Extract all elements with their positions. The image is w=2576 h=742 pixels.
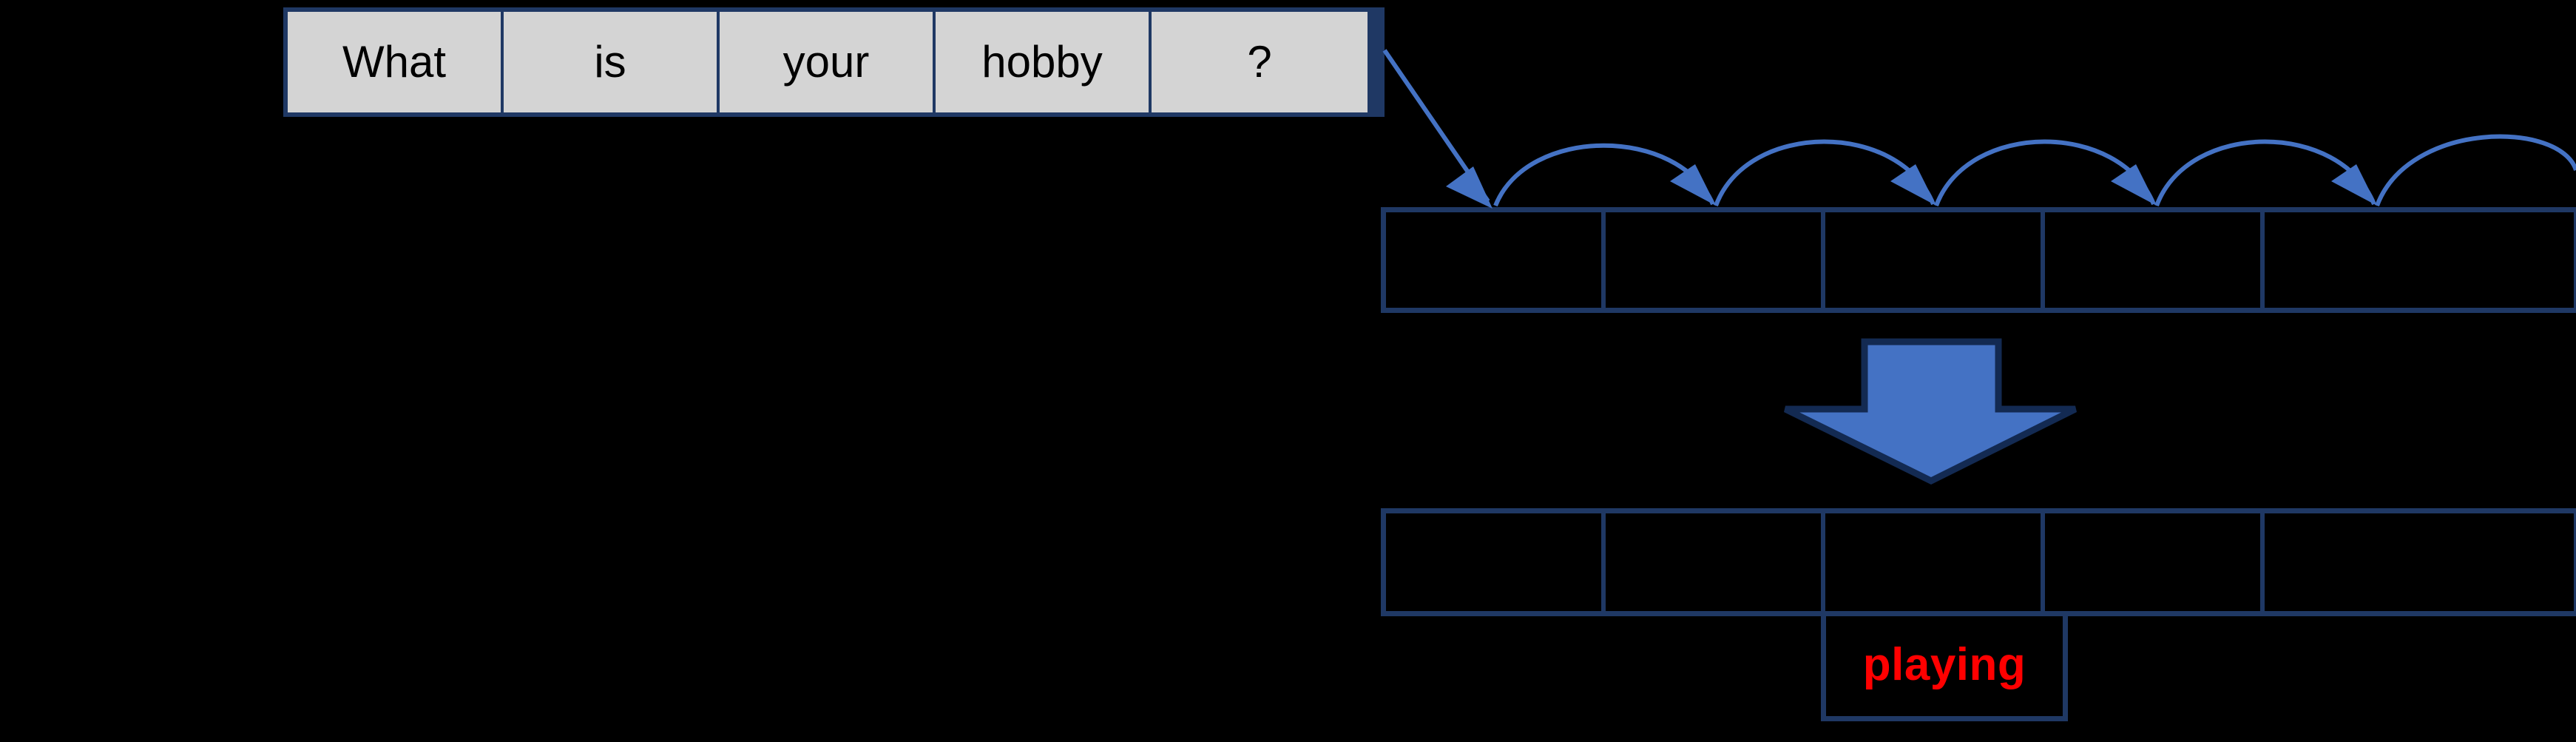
curved-connector-arrow-5 [2375,134,2576,207]
decoder-output-cell-1[interactable] [1606,513,1825,611]
decoder-output-table [1381,508,2576,616]
down-arrow-icon [1784,338,2078,485]
decoder-output-cell-3[interactable] [2045,513,2265,611]
input-cell-1[interactable]: is [504,12,720,112]
input-sequence-table: What is your hobby ? [283,7,1385,117]
decoder-output-cell-2[interactable] [1825,513,2045,611]
curved-connector-arrow-1 [1493,143,1716,207]
predicted-token-label: playing [1862,638,2026,690]
curved-connector-arrow-3 [1934,139,2157,207]
decoder-input-cell-1[interactable] [1606,212,1825,308]
decoder-output-cell-4[interactable] [2265,513,2484,611]
straight-connector-arrow [1382,49,1492,209]
decoder-input-cell-3[interactable] [2045,212,2265,308]
decoder-input-table [1381,207,2576,313]
curved-connector-arrow-2 [1714,139,1936,207]
input-cell-3[interactable]: hobby [936,12,1152,112]
decoder-output-cell-0[interactable] [1386,513,1606,611]
curved-connector-arrow-4 [2154,139,2377,207]
input-cell-2[interactable]: your [720,12,936,112]
input-cell-0[interactable]: What [288,12,504,112]
input-cell-4[interactable]: ? [1152,12,1368,112]
decoder-input-cell-4[interactable] [2265,212,2484,308]
predicted-token-cell[interactable]: playing [1821,613,2068,721]
decoder-input-cell-0[interactable] [1386,212,1606,308]
decoder-input-cell-2[interactable] [1825,212,2045,308]
